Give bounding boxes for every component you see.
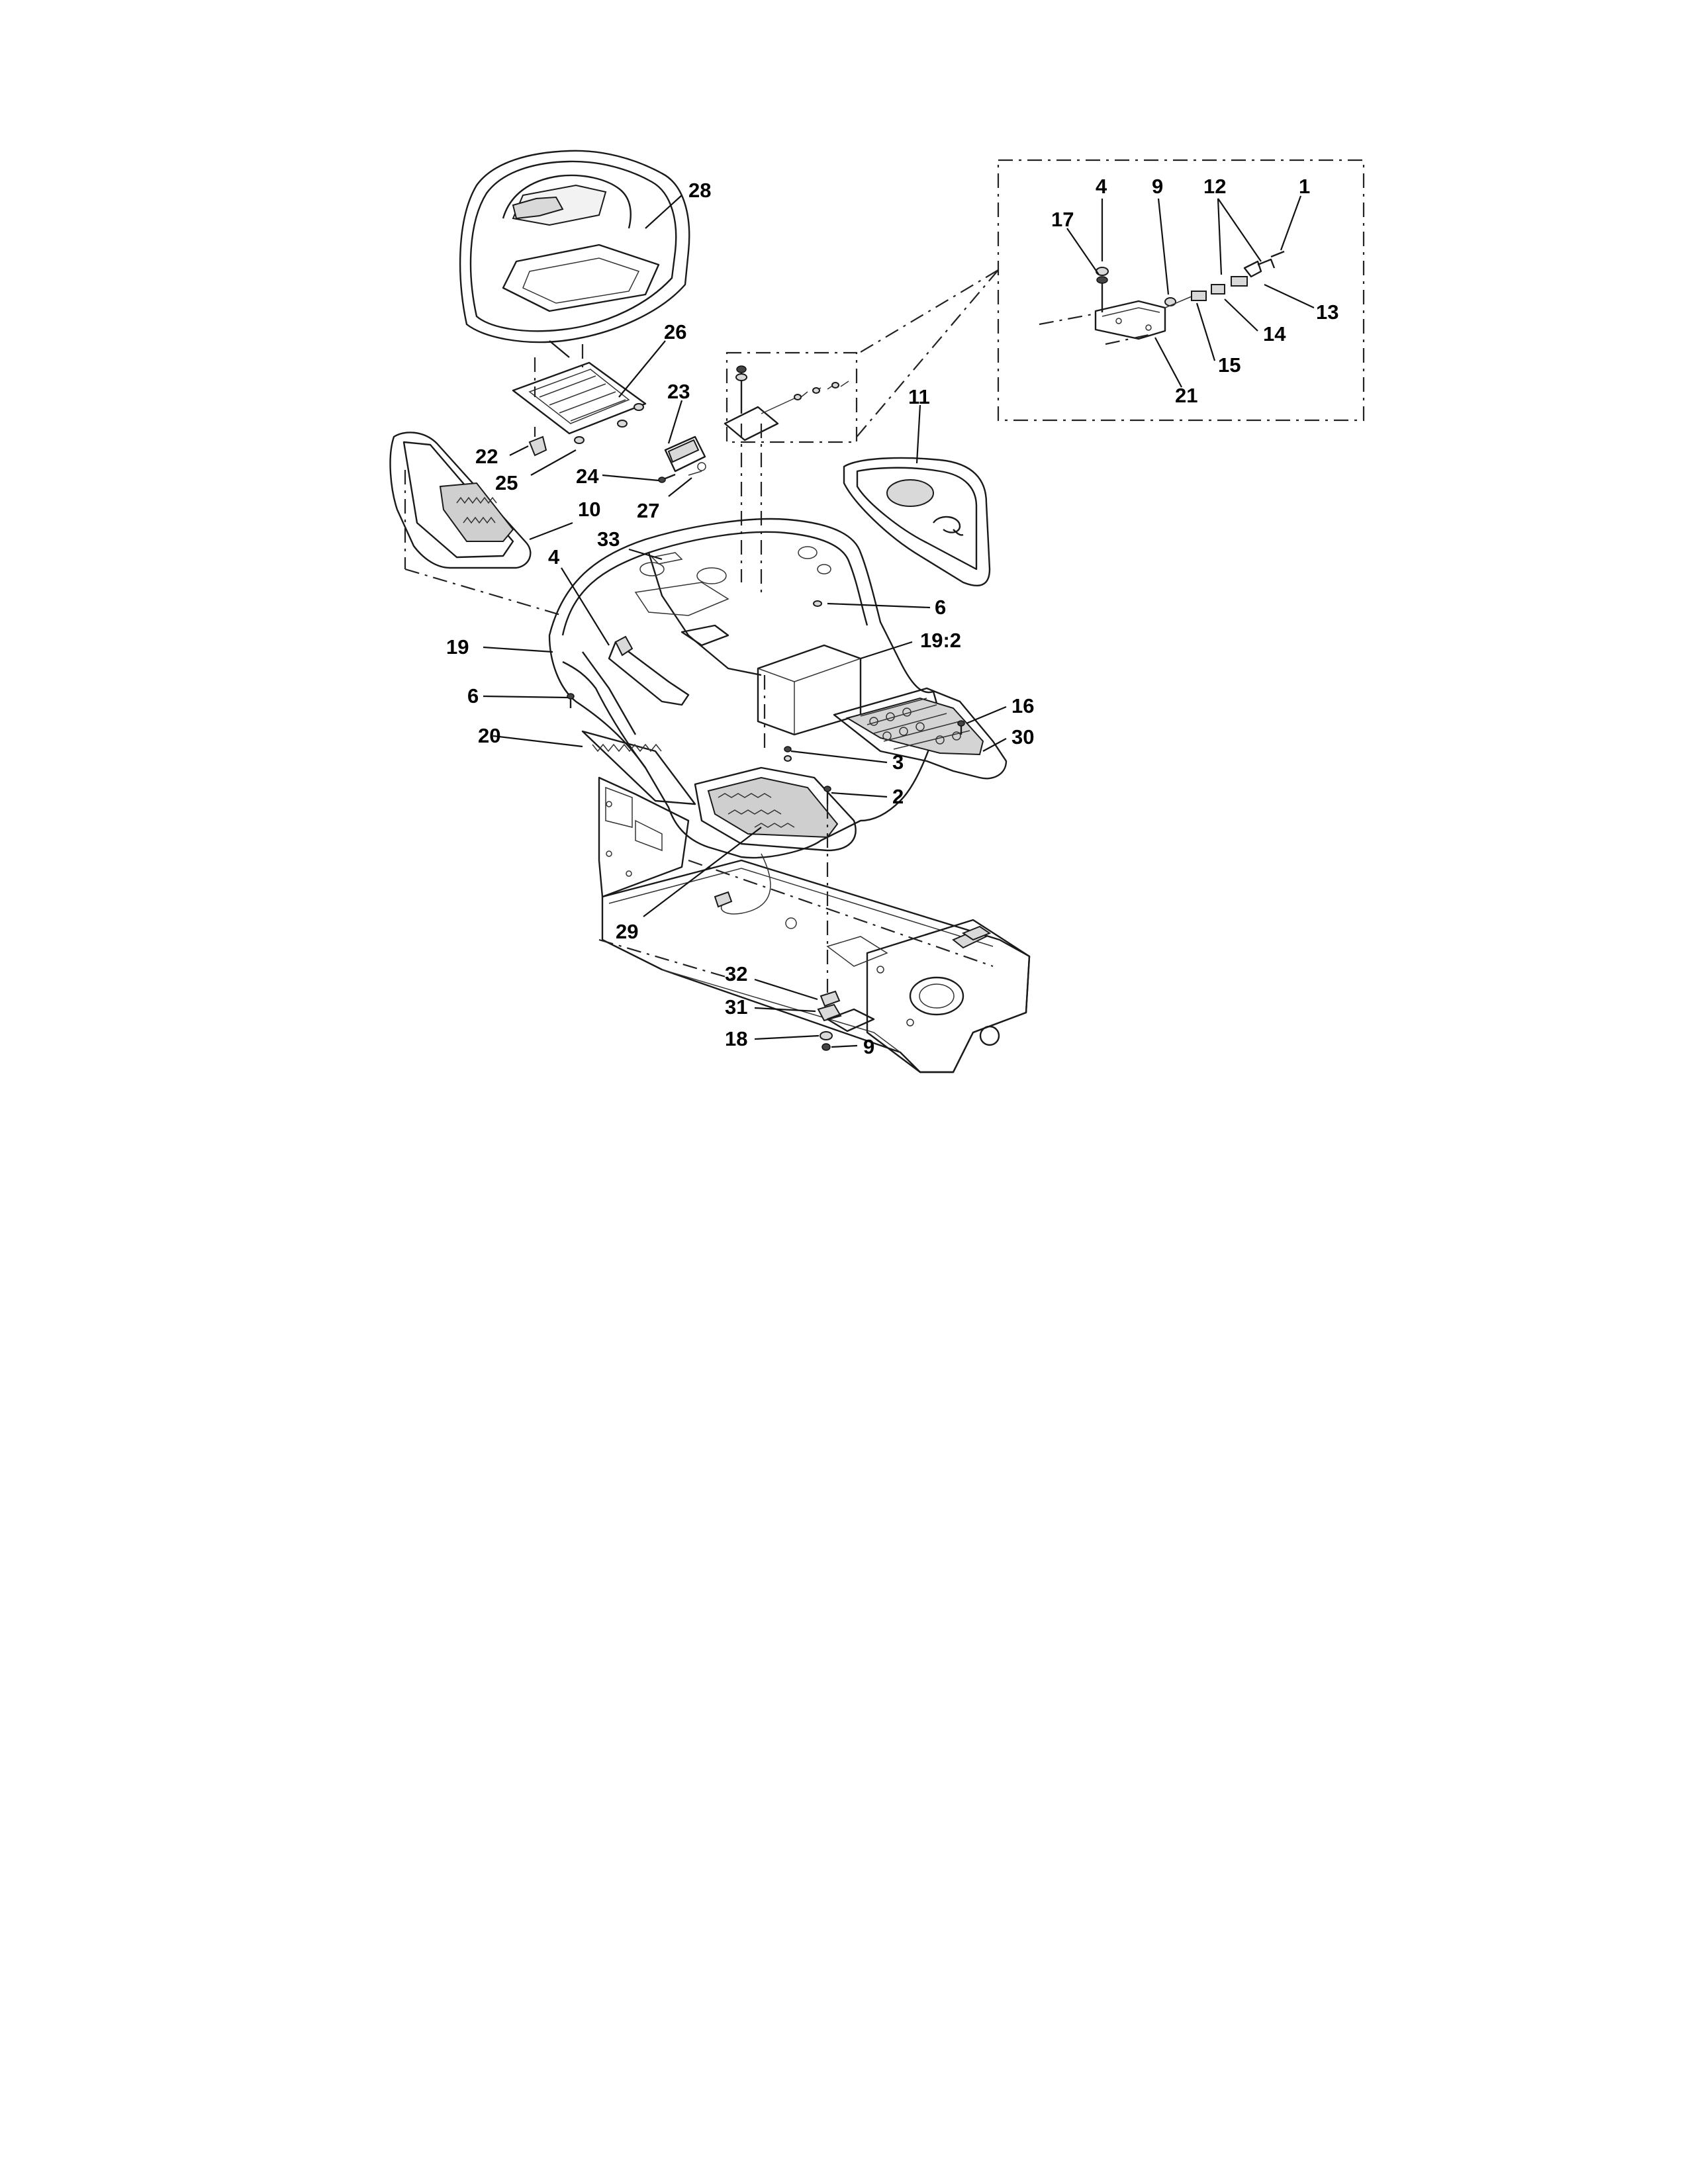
callout-12: 12 (1203, 175, 1226, 198)
part-16-screw (957, 720, 965, 735)
callout-9-lower: 9 (863, 1035, 874, 1058)
part-9-nut-lower (821, 1043, 831, 1051)
callout-2: 2 (892, 785, 904, 808)
part-10-left-fender-pad (389, 432, 563, 617)
callout-28: 28 (688, 179, 711, 202)
callout-22: 22 (475, 445, 498, 468)
callout-23: 23 (667, 380, 690, 403)
hinge-detail-frame (726, 351, 858, 443)
part-28-seat (459, 150, 690, 358)
callout-18: 18 (725, 1027, 747, 1050)
part-23-slide-bracket (664, 435, 706, 473)
part-1-pin (1270, 250, 1285, 258)
callout-29: 29 (616, 920, 638, 943)
callout-14: 14 (1263, 322, 1286, 345)
callout-25: 25 (495, 471, 518, 494)
callout-1: 1 (1299, 175, 1310, 198)
callout-17: 17 (1051, 208, 1074, 231)
callout-20: 20 (478, 724, 500, 747)
part-11-right-fender-pad (843, 457, 991, 587)
callout-26: 26 (664, 320, 686, 343)
callout-33: 33 (597, 527, 620, 551)
callout-21: 21 (1175, 384, 1197, 407)
callout-16: 16 (1011, 694, 1034, 717)
callout-27: 27 (637, 499, 659, 522)
chassis-frame (598, 776, 1031, 1073)
part-9-nut (1164, 296, 1192, 308)
callout-6-upper: 6 (935, 596, 946, 619)
part-6-screws (567, 600, 822, 708)
part-19-fender-body (548, 518, 1008, 859)
part-18-washer (820, 1031, 833, 1040)
callout-labels: 28 26 23 22 25 24 27 10 11 33 4 6 19 19:… (446, 175, 1338, 1058)
part-22-knob (528, 427, 547, 457)
part-21-bracket (1094, 300, 1166, 340)
leader-lines (483, 195, 1007, 1048)
part-20-heat-shield (581, 730, 696, 805)
callout-30: 30 (1011, 725, 1034, 749)
callout-4: 4 (548, 545, 560, 569)
callout-19-2: 19:2 (920, 629, 961, 652)
callout-24: 24 (576, 465, 599, 488)
callout-32: 32 (725, 962, 747, 985)
detail-inset (997, 159, 1365, 422)
detail-inset-frame (997, 159, 1365, 422)
part-31-32-mount-hardware (817, 990, 875, 1032)
callout-4-inset: 4 (1096, 175, 1107, 198)
callout-13: 13 (1316, 300, 1338, 324)
part-30-right-mat-grid (860, 698, 970, 750)
callout-3: 3 (892, 751, 904, 774)
callout-9-inset: 9 (1152, 175, 1163, 198)
part-14-15-linkage (1191, 276, 1248, 301)
part-24-27-bolts (658, 471, 702, 483)
part-17-bolt (1096, 276, 1108, 312)
callout-15: 15 (1218, 353, 1241, 377)
part-3-screws (784, 746, 792, 762)
part-26-seat-pan (512, 344, 647, 444)
part-2-bolt (823, 786, 831, 993)
callout-11: 11 (908, 385, 930, 408)
seat-hinge-bracket (724, 365, 849, 596)
callout-19: 19 (446, 635, 469, 659)
part-12-13-clips (1243, 258, 1276, 278)
callout-6-lower: 6 (467, 684, 479, 707)
callout-31: 31 (725, 995, 747, 1019)
callout-10: 10 (578, 498, 600, 521)
